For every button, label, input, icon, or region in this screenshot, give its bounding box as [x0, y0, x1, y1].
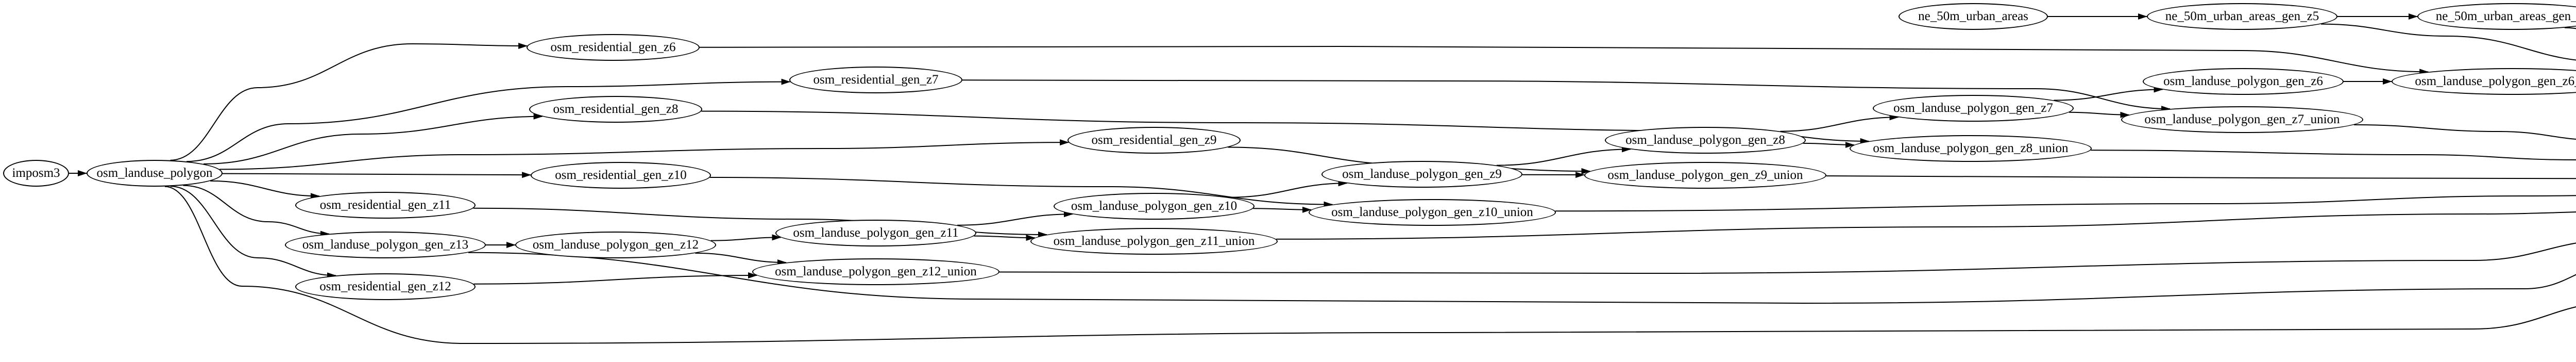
node-label: osm_landuse_polygon_gen_z6_union	[2415, 74, 2576, 88]
edge-osm_landuse_polygon-to-osm_residential_gen_z10	[222, 172, 532, 178]
edge-osm_residential_gen_z6-to-osm_landuse_polygon_gen_z6_union	[699, 45, 2429, 75]
node-osm_landuse_polygon_gen_z13: osm_landuse_polygon_gen_z13	[285, 232, 486, 258]
edge-osm_landuse_polygon_gen_z13-to-row-z13	[468, 252, 2576, 304]
edge-osm_landuse_polygon-to-osm_residential_gen_z12	[170, 186, 336, 279]
node-ne_50m_urban_areas_gen_z4: ne_50m_urban_areas_gen_z4	[2417, 3, 2576, 30]
edge-osm_landuse_polygon_gen_z10-to-osm_landuse_polygon_gen_z9	[1229, 180, 1348, 198]
edge-ne_50m_urban_areas_gen_z5-to-row-z5	[2320, 23, 2576, 61]
edge-osm_landuse_polygon_gen_z8-to-osm_landuse_polygon_gen_z7	[1780, 114, 1899, 132]
edge-group	[69, 13, 2576, 344]
node-label: osm_landuse_polygon_gen_z6	[2163, 74, 2323, 88]
node-label: osm_landuse_polygon_gen_z7	[1893, 101, 2053, 115]
node-label: osm_landuse_polygon_gen_z8	[1625, 133, 1785, 147]
node-label: osm_landuse_polygon	[96, 166, 213, 180]
edge-osm_landuse_polygon-to-osm_residential_gen_z9	[219, 139, 1070, 170]
node-osm_residential_gen_z10: osm_residential_gen_z10	[531, 162, 711, 189]
edge-osm_landuse_polygon-to-osm_residential_gen_z8	[203, 113, 543, 164]
node-label: osm_landuse_polygon_gen_z11_union	[1053, 234, 1255, 248]
node-imposm3: imposm3	[3, 160, 69, 187]
node-osm_landuse_polygon_gen_z11_union: osm_landuse_polygon_gen_z11_union	[1030, 228, 1278, 255]
edge-osm_residential_gen_z10-to-osm_landuse_polygon_gen_z10_union	[709, 177, 1333, 208]
node-osm_landuse_polygon_gen_z10: osm_landuse_polygon_gen_z10	[1054, 193, 1255, 220]
node-osm_landuse_polygon_gen_z9_union: osm_landuse_polygon_gen_z9_union	[1584, 162, 1826, 189]
node-label: osm_residential_gen_z7	[813, 73, 939, 87]
node-label: osm_residential_gen_z12	[319, 279, 451, 293]
node-osm_landuse_polygon_gen_z12_union: osm_landuse_polygon_gen_z12_union	[752, 258, 999, 285]
edge-osm_landuse_polygon_gen_z8_union-to-row-z8	[2091, 150, 2576, 161]
edge-osm_landuse_polygon-to-osm_residential_gen_z7	[187, 78, 791, 162]
edge-osm_landuse_polygon_gen_z11-to-osm_landuse_polygon_gen_z11_union	[974, 235, 1036, 241]
node-osm_residential_gen_z11: osm_residential_gen_z11	[295, 192, 476, 219]
node-osm_residential_gen_z9: osm_residential_gen_z9	[1067, 127, 1241, 154]
edge-osm_residential_gen_z7-to-osm_landuse_polygon_gen_z7_union	[962, 79, 2171, 112]
node-osm_residential_gen_z8: osm_residential_gen_z8	[529, 96, 702, 123]
node-osm_landuse_polygon_gen_z8_union: osm_landuse_polygon_gen_z8_union	[1850, 135, 2092, 162]
edge-osm_landuse_polygon_gen_z10-to-osm_landuse_polygon_gen_z10_union	[1253, 206, 1312, 213]
node-label: osm_landuse_polygon_gen_z9_union	[1607, 168, 1803, 182]
edge-osm_landuse_polygon-to-row-z14plus	[164, 186, 2576, 344]
edge-osm_landuse_polygon_gen_z7_union-to-row-z7	[2353, 124, 2576, 140]
edge-osm_landuse_polygon-to-osm_residential_gen_z11	[210, 180, 320, 200]
node-osm_landuse_polygon_gen_z6_union: osm_landuse_polygon_gen_z6_union	[2392, 68, 2576, 95]
node-osm_landuse_polygon_gen_z9: osm_landuse_polygon_gen_z9	[1321, 161, 1522, 188]
node-osm_landuse_polygon_gen_z7_union: osm_landuse_polygon_gen_z7_union	[2121, 106, 2363, 133]
node-osm_residential_gen_z12: osm_residential_gen_z12	[295, 273, 476, 300]
node-label: osm_landuse_polygon_gen_z13	[302, 238, 469, 252]
edge-osm_landuse_polygon_gen_z7-to-osm_landuse_polygon_gen_z6	[2054, 86, 2163, 101]
node-label: osm_residential_gen_z11	[319, 198, 451, 212]
node-osm_landuse_polygon_gen_z6: osm_landuse_polygon_gen_z6	[2143, 68, 2344, 95]
node-label: ne_50m_urban_areas_gen_z5	[2165, 9, 2319, 23]
node-osm_landuse_polygon_gen_z10_union: osm_landuse_polygon_gen_z10_union	[1309, 199, 1556, 226]
node-label: osm_landuse_polygon_gen_z9	[1342, 167, 1502, 181]
node-label: osm_landuse_polygon_gen_z12_union	[775, 265, 977, 278]
node-label: osm_residential_gen_z8	[553, 102, 679, 116]
node-label: osm_residential_gen_z9	[1091, 133, 1217, 147]
edge-osm_landuse_polygon_gen_z9_union-to-row-z9	[1826, 175, 2576, 179]
node-osm_landuse_polygon_gen_z8: osm_landuse_polygon_gen_z8	[1605, 127, 1806, 154]
node-osm_residential_gen_z6: osm_residential_gen_z6	[527, 34, 700, 61]
edge-osm_landuse_polygon_gen_z12-to-osm_landuse_polygon_gen_z11	[710, 234, 782, 241]
node-ne_50m_urban_areas_gen_z5: ne_50m_urban_areas_gen_z5	[2147, 3, 2337, 30]
node-label: osm_residential_gen_z10	[555, 168, 687, 182]
edge-osm_landuse_polygon_gen_z10_union-to-row-z10	[1555, 195, 2576, 212]
edge-osm_landuse_polygon_gen_z12_union-to-row-z12	[999, 242, 2576, 274]
node-label: osm_landuse_polygon_gen_z10	[1071, 199, 1238, 213]
edge-osm_landuse_polygon-to-osm_residential_gen_z6	[170, 42, 528, 161]
edge-osm_landuse_polygon_gen_z12-to-osm_landuse_polygon_gen_z12_union	[695, 252, 787, 266]
node-label: osm_landuse_polygon_gen_z8_union	[1873, 141, 2069, 155]
edge-osm_landuse_polygon_gen_z7-to-osm_landuse_polygon_gen_z7_union	[2069, 111, 2130, 118]
edge-osm_landuse_polygon-to-osm_landuse_polygon_gen_z13	[183, 185, 330, 237]
node-osm_landuse_polygon_gen_z7: osm_landuse_polygon_gen_z7	[1873, 95, 2074, 122]
edge-osm_landuse_polygon_gen_z11_union-to-row-z11	[1276, 211, 2576, 240]
node-label: osm_landuse_polygon_gen_z12	[532, 238, 699, 252]
node-label: osm_landuse_polygon_gen_z10_union	[1331, 205, 1533, 219]
edge-osm_landuse_polygon_gen_z11-to-osm_landuse_polygon_gen_z10	[957, 211, 1073, 226]
node-label: imposm3	[12, 166, 60, 180]
edge-osm_landuse_polygon_gen_z9-to-osm_landuse_polygon_gen_z8	[1496, 146, 1632, 166]
node-osm_residential_gen_z7: osm_residential_gen_z7	[789, 67, 962, 93]
node-label: ne_50m_urban_areas	[1918, 9, 2028, 23]
node-ne_50m_urban_areas: ne_50m_urban_areas	[1899, 3, 2048, 30]
node-label: osm_landuse_polygon_gen_z11	[793, 226, 959, 240]
node-osm_landuse_polygon_gen_z11: osm_landuse_polygon_gen_z11	[775, 220, 976, 246]
node-osm_landuse_polygon: osm_landuse_polygon	[87, 160, 223, 187]
node-label: osm_residential_gen_z6	[550, 40, 676, 54]
edge-osm_residential_gen_z12-to-osm_landuse_polygon_gen_z12_union	[473, 272, 757, 285]
node-osm_landuse_polygon_gen_z12: osm_landuse_polygon_gen_z12	[515, 232, 716, 258]
node-label: ne_50m_urban_areas_gen_z4	[2435, 9, 2576, 23]
node-label: osm_landuse_polygon_gen_z7_union	[2144, 112, 2340, 126]
edge-osm_landuse_polygon_gen_z8-to-osm_landuse_polygon_gen_z8_union	[1803, 141, 1855, 148]
